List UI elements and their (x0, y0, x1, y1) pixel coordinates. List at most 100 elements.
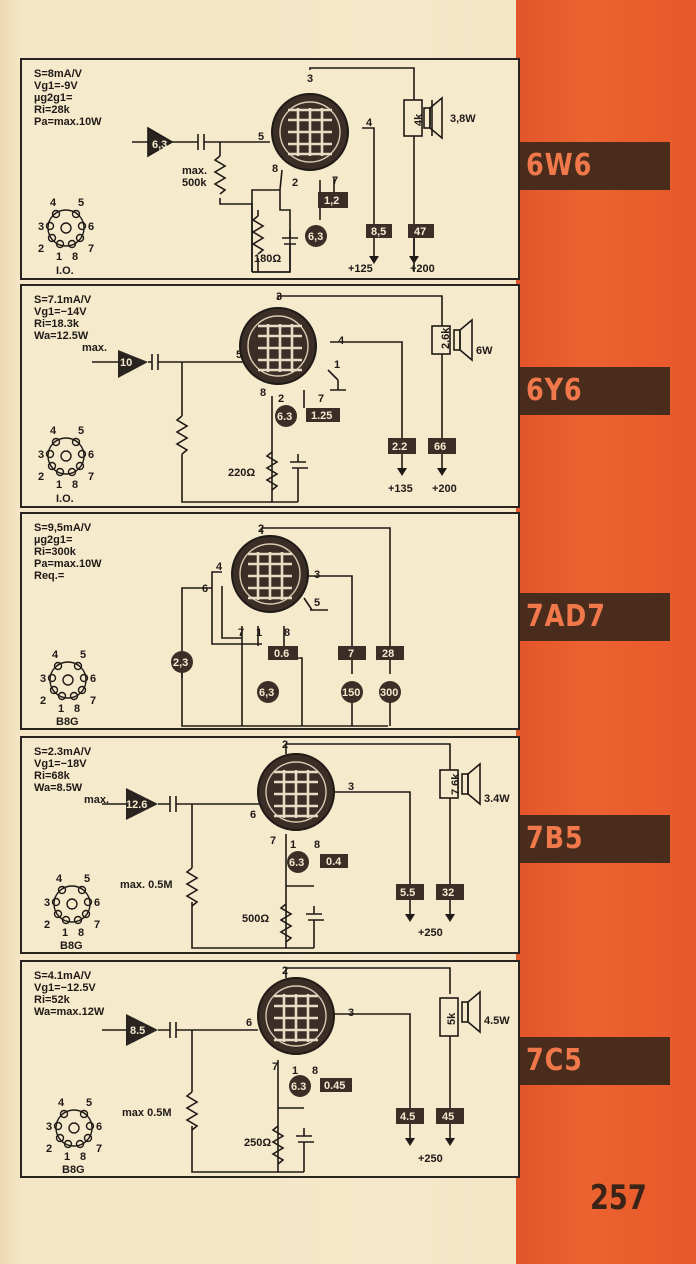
pin-cathode: 8 (260, 387, 266, 399)
output-power: 3.4W (484, 793, 510, 805)
current-screen: 5.5 (400, 887, 415, 899)
svg-text:7: 7 (88, 471, 94, 483)
pin-screen: 3 (314, 569, 320, 581)
svg-text:8: 8 (74, 703, 80, 715)
pin-heater-b: 8 (284, 627, 290, 639)
grid-resistor: max. 0.5M (120, 879, 173, 891)
pin-heater-b: 7 (318, 393, 324, 405)
cathode-resistor: 250Ω (244, 1137, 271, 1149)
pin-cathode: 6 (202, 583, 208, 595)
current-plate: 28 (382, 648, 394, 660)
current-plate: 66 (434, 441, 446, 453)
pin-cathode: 7 (272, 1061, 278, 1073)
svg-text:5: 5 (78, 197, 84, 209)
current-plate: 47 (414, 226, 426, 238)
svg-text:5: 5 (80, 649, 86, 661)
current-screen: 2.2 (392, 441, 407, 453)
svg-text:2: 2 (44, 919, 50, 931)
pin-heater-a: 1 (292, 1065, 298, 1077)
base-type: I.O. (56, 493, 74, 505)
svg-text:8: 8 (80, 1151, 86, 1163)
circuit-panel-7b5: 2 6 3 7 1 8 12.6 max. 0.5M 500Ω 7.6k 3.4… (20, 736, 520, 954)
current-heater: 0.45 (324, 1080, 345, 1092)
heater-voltage: 6,3 (259, 687, 274, 699)
tube-tab-7c5: 7C5 (518, 1037, 670, 1085)
tube-tab-6w6: 6W6 (518, 142, 670, 190)
tube-tab-6y6: 6Y6 (518, 367, 670, 415)
load-resistor: 2.6k (440, 327, 452, 349)
svg-text:5: 5 (84, 873, 90, 885)
cathode-resistor: 220Ω (228, 467, 255, 479)
pin-heater-b: 8 (312, 1065, 318, 1077)
svg-text:2: 2 (38, 471, 44, 483)
base-type: I.O. (56, 265, 74, 277)
svg-text:1: 1 (58, 703, 64, 715)
schematic-6y6: 3 5 4 8 2 7 1 10 220Ω 2.6k 6W 6.3 1.25 2… (38, 291, 493, 505)
pin-heater-b: 8 (314, 839, 320, 851)
svg-text:8: 8 (72, 251, 78, 263)
svg-text:1: 1 (64, 1151, 70, 1163)
pin-shell: 5 (314, 597, 320, 609)
svg-text:5: 5 (86, 1097, 92, 1109)
svg-text:4: 4 (56, 873, 63, 885)
circuit-panel-6y6: 3 5 4 8 2 7 1 10 220Ω 2.6k 6W 6.3 1.25 2… (20, 284, 520, 508)
svg-text:3: 3 (40, 673, 46, 685)
svg-text:1: 1 (56, 479, 62, 491)
svg-text:4: 4 (52, 649, 59, 661)
pin-heater-a: 1 (290, 839, 296, 851)
pin-plate: 2 (282, 739, 288, 751)
current-screen: 4.5 (400, 1111, 415, 1123)
current-plate: 32 (442, 887, 454, 899)
output-power: 3,8W (450, 113, 476, 125)
svg-text:7: 7 (88, 243, 94, 255)
pin-grid1: 6 (246, 1017, 252, 1029)
pin-heater-a: 2 (278, 393, 284, 405)
page-number: 257 (590, 1178, 647, 1218)
svg-text:3: 3 (38, 221, 44, 233)
heater-voltage: 6.3 (291, 1081, 306, 1093)
base-type: B8G (56, 716, 79, 728)
svg-text:7: 7 (90, 695, 96, 707)
svg-text:7: 7 (94, 919, 100, 931)
pin-plate: 2 (258, 523, 264, 535)
grid-resistor-value: 500k (182, 177, 207, 189)
heater-voltage: 6,3 (308, 231, 323, 243)
heater-voltage: 6.3 (289, 857, 304, 869)
svg-text:1: 1 (62, 927, 68, 939)
current-plate: 45 (442, 1111, 454, 1123)
svg-text:4: 4 (58, 1097, 65, 1109)
pin-plate: 3 (276, 291, 282, 303)
pin-plate: 3 (307, 73, 313, 85)
load-resistor: 5k (446, 1012, 458, 1025)
current-heater: 0.6 (274, 648, 289, 660)
supply-plate: +200 (432, 483, 457, 495)
circuit-panel-7ad7: 2 4 3 6 7 8 5 1 0.6 7 28 2,3 6,3 150 300… (20, 512, 520, 730)
pin-heater-a: 7 (238, 627, 244, 639)
pin-screen: 3 (348, 1007, 354, 1019)
pin-grid1: 6 (250, 809, 256, 821)
supply-voltage: +250 (418, 1153, 443, 1165)
current-heater: 1.25 (311, 410, 332, 422)
schematic-6w6: 3 5 4 8 2 7 6,3 max. 500k 180Ω 4k 3,8W 6… (38, 67, 476, 277)
pin-grid1: 4 (216, 561, 223, 573)
svg-text:6: 6 (90, 673, 96, 685)
circuit-panel-6w6: 3 5 4 8 2 7 6,3 max. 500k 180Ω 4k 3,8W 6… (20, 58, 520, 280)
circuit-panel-7c5: 2 6 3 7 1 8 8.5 max 0.5M 250Ω 5k 4.5W 6.… (20, 960, 520, 1178)
output-power: 4.5W (484, 1015, 510, 1027)
cathode-resistor: 500Ω (242, 913, 269, 925)
current-screen: 8,5 (371, 226, 386, 238)
grid-resistor: max 0.5M (122, 1107, 172, 1119)
supply-screen: +135 (388, 483, 413, 495)
svg-text:2: 2 (40, 695, 46, 707)
pin-grid1: 5 (236, 349, 242, 361)
input-voltage: 6,3 (152, 139, 167, 151)
tube-tab-label: 7B5 (526, 821, 584, 856)
svg-text:8: 8 (78, 927, 84, 939)
